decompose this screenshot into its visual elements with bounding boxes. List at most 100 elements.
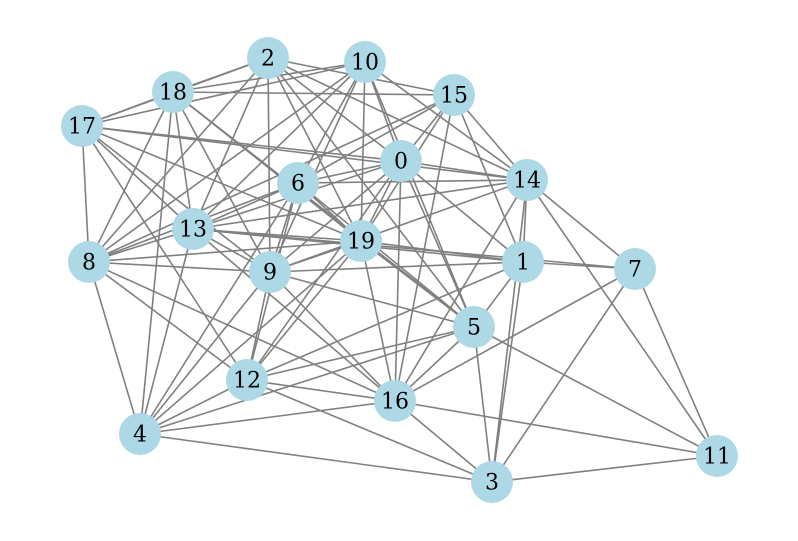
edge-5-11	[473, 326, 718, 457]
edge-10-19	[360, 61, 366, 242]
edge-layer	[81, 57, 718, 483]
node-label-18: 18	[159, 81, 187, 106]
edge-8-16	[88, 261, 396, 402]
node-17: 17	[61, 105, 103, 147]
edge-0-5	[400, 160, 475, 328]
edge-17-14	[81, 125, 528, 181]
edge-7-3	[491, 268, 636, 483]
node-11: 11	[696, 435, 738, 477]
edge-16-3	[394, 400, 493, 483]
edge-18-8	[88, 91, 174, 263]
node-18: 18	[152, 71, 194, 113]
edge-0-14	[400, 160, 528, 181]
edge-1-9	[269, 261, 524, 273]
node-label-11: 11	[703, 445, 731, 470]
node-13: 13	[172, 208, 214, 250]
edge-13-16	[192, 228, 396, 402]
edge-17-19	[81, 125, 362, 242]
edge-5-3	[473, 326, 493, 483]
node-label-6: 6	[291, 172, 305, 197]
node-3: 3	[471, 461, 513, 503]
node-circle-9	[249, 251, 291, 293]
node-5: 5	[453, 306, 495, 348]
edge-8-9	[88, 261, 271, 273]
node-label-7: 7	[628, 258, 642, 283]
edge-19-12	[246, 240, 362, 381]
node-circle-17	[61, 105, 103, 147]
edge-16-4	[139, 400, 396, 435]
node-label-16: 16	[381, 390, 409, 415]
node-19: 19	[340, 220, 382, 262]
edge-18-13	[172, 91, 194, 230]
node-10: 10	[344, 41, 386, 83]
node-circle-7	[614, 248, 656, 290]
node-label-8: 8	[82, 251, 96, 276]
edge-2-8	[88, 57, 269, 263]
node-circle-19	[340, 220, 382, 262]
edge-10-14	[364, 61, 528, 181]
node-label-2: 2	[261, 47, 275, 72]
node-label-15: 15	[440, 84, 468, 109]
edge-0-16	[394, 160, 402, 402]
node-label-13: 13	[179, 218, 207, 243]
edge-0-1	[400, 160, 524, 263]
edge-13-7	[192, 228, 636, 270]
node-circle-10	[344, 41, 386, 83]
node-circle-11	[696, 435, 738, 477]
edge-19-4	[139, 240, 362, 435]
edge-14-7	[526, 179, 636, 270]
node-circle-18	[152, 71, 194, 113]
edge-8-12	[88, 261, 248, 381]
edge-19-1	[360, 240, 524, 263]
edge-13-4	[139, 228, 194, 435]
node-circle-6	[277, 162, 319, 204]
edge-14-11	[526, 179, 718, 457]
edge-6-14	[297, 179, 528, 184]
edge-10-5	[364, 61, 475, 328]
node-label-19: 19	[347, 230, 375, 255]
edge-2-14	[267, 57, 528, 181]
node-circle-1	[502, 241, 544, 283]
node-label-10: 10	[351, 51, 379, 76]
edge-12-16	[246, 379, 396, 402]
edge-9-5	[269, 271, 475, 328]
edge-2-19	[267, 57, 362, 242]
edge-5-4	[139, 326, 475, 435]
node-circle-12	[226, 359, 268, 401]
edge-8-4	[88, 261, 141, 435]
node-label-9: 9	[263, 261, 277, 286]
node-label-0: 0	[394, 150, 408, 175]
edge-10-13	[192, 61, 366, 230]
edge-6-4	[139, 182, 299, 435]
node-4: 4	[119, 413, 161, 455]
edge-12-3	[246, 379, 493, 483]
node-circle-15	[433, 74, 475, 116]
edge-17-9	[81, 125, 271, 273]
edge-16-14	[394, 179, 528, 402]
edge-5-12	[246, 326, 475, 381]
edge-9-16	[269, 271, 396, 402]
node-label-5: 5	[467, 316, 481, 341]
edge-7-16	[394, 268, 636, 402]
node-7: 7	[614, 248, 656, 290]
node-circle-13	[172, 208, 214, 250]
edge-9-4	[139, 271, 271, 435]
edge-10-17	[81, 61, 366, 127]
edge-18-4	[139, 91, 174, 435]
edge-4-3	[139, 433, 493, 483]
node-label-12: 12	[233, 369, 261, 394]
edge-14-13	[192, 179, 528, 230]
edge-6-5	[297, 182, 475, 328]
edge-15-16	[394, 94, 455, 402]
node-circle-2	[247, 37, 289, 79]
node-1: 1	[502, 241, 544, 283]
node-circle-14	[506, 159, 548, 201]
node-12: 12	[226, 359, 268, 401]
edge-19-5	[360, 240, 475, 328]
node-circle-16	[374, 380, 416, 422]
node-9: 9	[249, 251, 291, 293]
node-circle-5	[453, 306, 495, 348]
edge-8-19	[88, 240, 362, 263]
